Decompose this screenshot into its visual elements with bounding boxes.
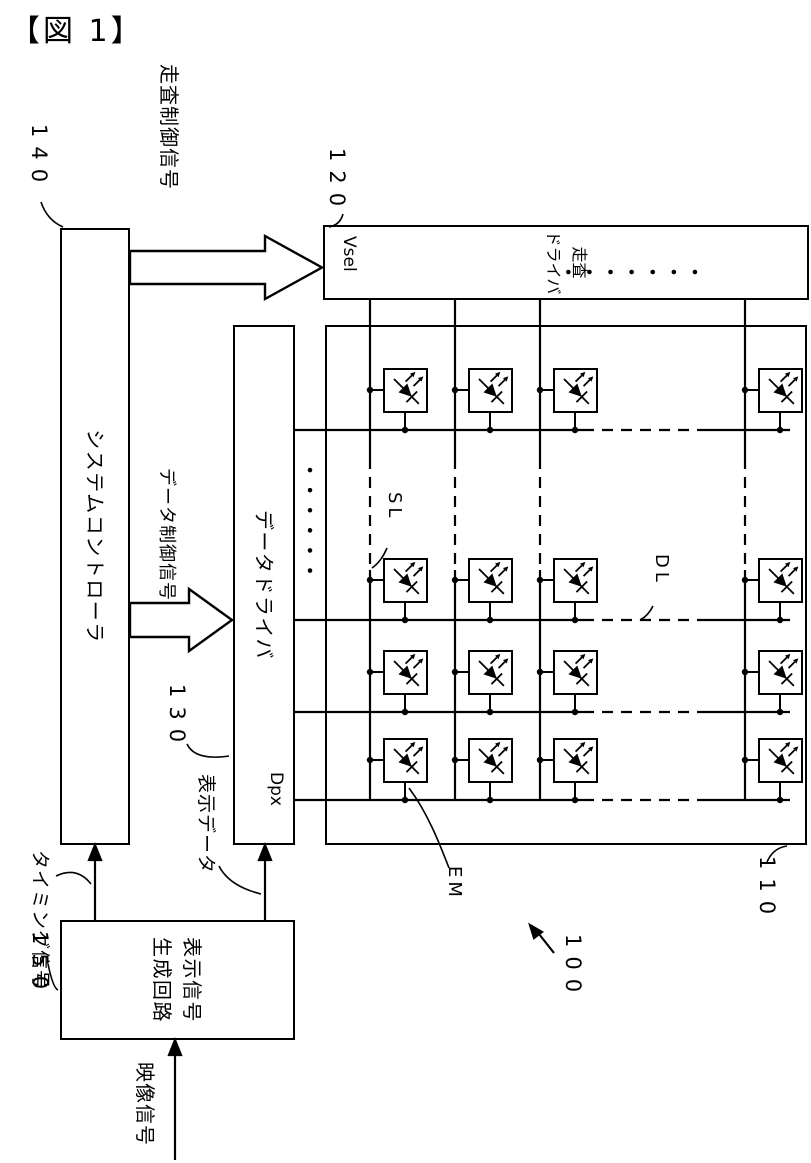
video-signal-label: 映像信号 bbox=[133, 1062, 157, 1146]
scan-driver-label-line1: 走査 bbox=[569, 246, 589, 279]
dpx-pin-label: Dpx bbox=[266, 772, 286, 806]
ref-110: 110 bbox=[755, 856, 779, 924]
scan-control-block-arrow bbox=[128, 233, 325, 302]
scan-driver-box: 走査 ドライバ Vsel bbox=[323, 225, 809, 300]
display-data-label-leader bbox=[218, 865, 262, 895]
ref-130: 130 bbox=[165, 684, 189, 752]
pixel-element-label: EM bbox=[444, 866, 465, 901]
ref-100: 100 bbox=[561, 934, 585, 1002]
scan-driver-label-line2: ドライバ bbox=[544, 230, 563, 295]
device-ref-arrow bbox=[538, 933, 555, 954]
timing-label-leader bbox=[55, 871, 92, 885]
figure-number-label: 【図 1】 bbox=[10, 14, 144, 49]
display-signal-generator-box: 表示信号 生成回路 bbox=[60, 920, 295, 1040]
system-controller-label: システムコントローラ bbox=[83, 429, 107, 644]
pixel-matrix-box bbox=[325, 325, 807, 845]
vsel-pin-label: Vsel bbox=[339, 236, 359, 272]
ref-130-leader bbox=[186, 743, 230, 758]
system-controller-box: システムコントローラ bbox=[60, 228, 130, 845]
data-driver-label: データドライバ bbox=[252, 509, 276, 661]
data-control-block-arrow bbox=[128, 586, 235, 654]
ref-120: 120 bbox=[325, 148, 349, 216]
data-line-label: DL bbox=[651, 554, 672, 586]
ref-140-leader bbox=[40, 201, 64, 228]
display-signal-generator-label-line2: 生成回路 bbox=[150, 937, 175, 1023]
data-control-signal-label: データ制御信号 bbox=[156, 468, 177, 601]
display-data-label: 表示データ bbox=[195, 774, 217, 875]
ref-140: 140 bbox=[27, 124, 51, 192]
display-signal-generator-label-line1: 表示信号 bbox=[180, 937, 205, 1023]
data-driver-box: データドライバ Dpx bbox=[233, 325, 295, 845]
ref-150: 150 bbox=[28, 931, 52, 999]
scan-control-signal-label: 走査制御信号 bbox=[157, 64, 181, 190]
scan-line-label: SL bbox=[384, 492, 405, 522]
